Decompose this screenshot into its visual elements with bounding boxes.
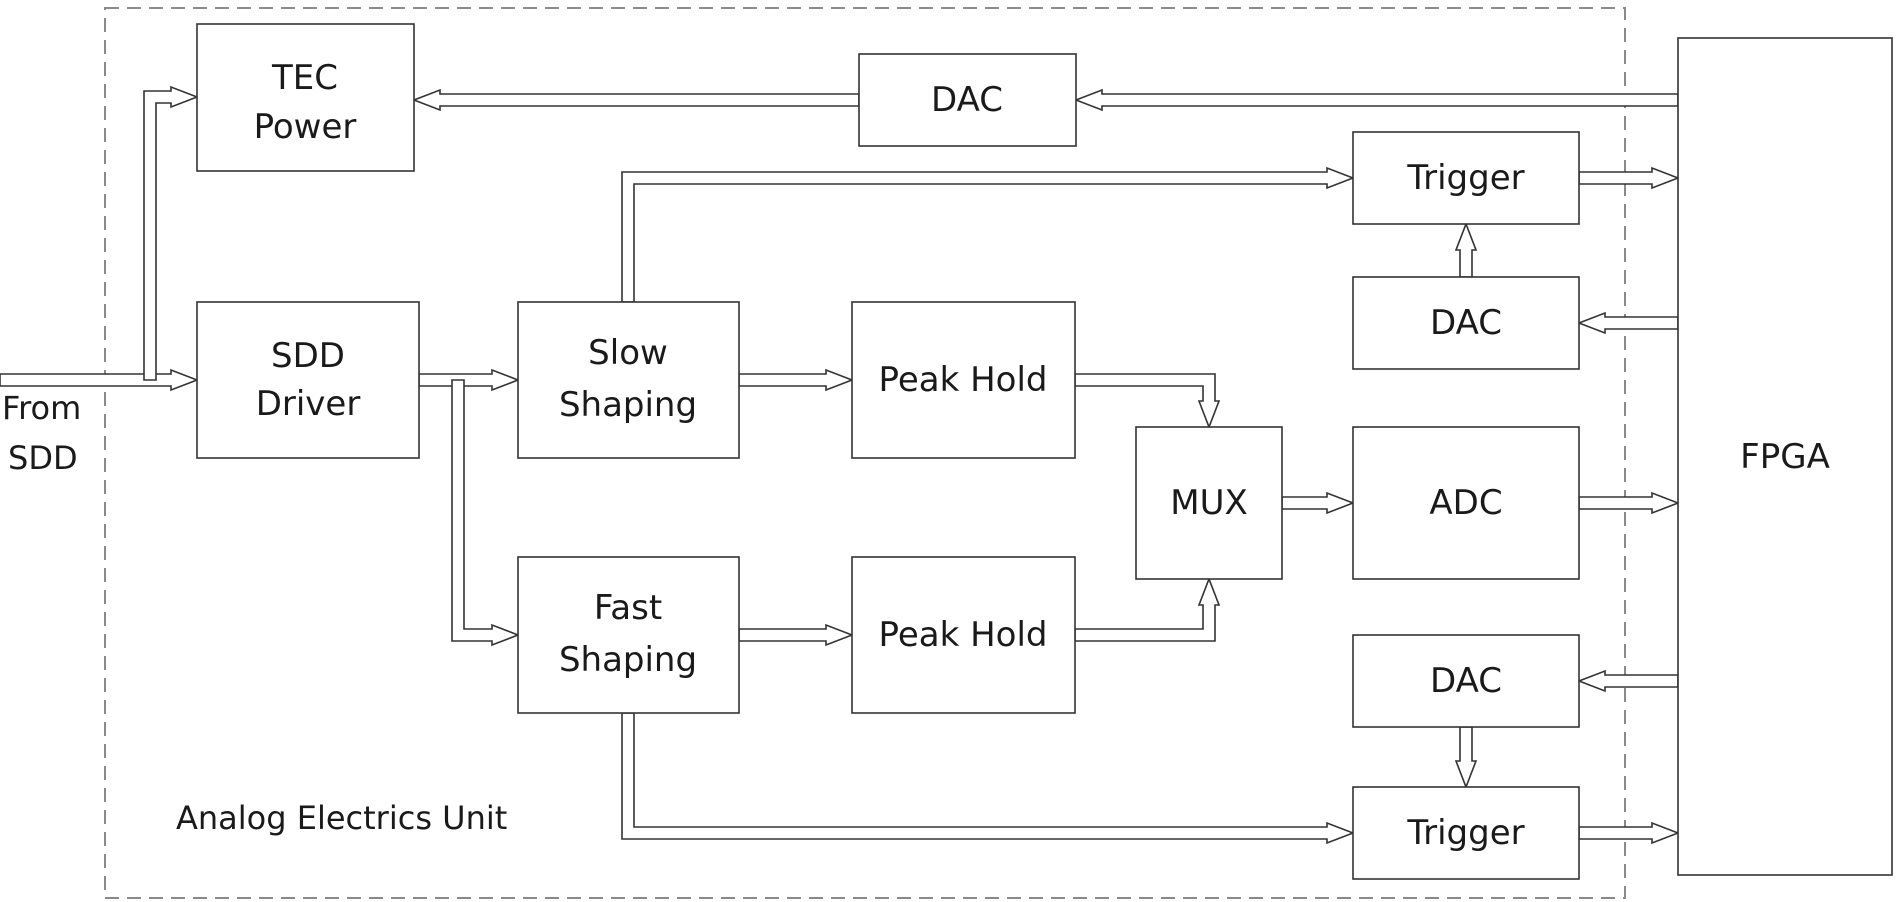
arrow-sdd-driver-to-slow-shaping [418,368,521,392]
peak-hold-fast-label: Peak Hold [879,615,1048,655]
connection-arrows [0,85,1681,845]
arrow-fpga-to-dac-trigger-bottom [1576,669,1679,693]
tec-power-label-2: Power [254,107,357,147]
trigger-top-label: Trigger [1406,158,1524,198]
arrow-dac-to-trigger-top [1454,221,1478,278]
analog-unit-border [104,7,1626,899]
arrow-trigger-bottom-to-fpga [1578,821,1681,845]
arrow-adc-to-fpga [1578,491,1681,515]
peak-hold-slow-block: Peak Hold [851,301,1076,459]
arrow-fpga-to-dac-trigger-top [1576,311,1679,335]
arrow-trigger-top-to-fpga [1578,166,1681,190]
slow-shaping-label-2: Shaping [559,385,697,425]
adc-label: ADC [1429,483,1502,523]
dac-trigger-top-label: DAC [1430,303,1502,343]
input-label-from: From [2,389,81,427]
dac-top-block: DAC [858,53,1077,147]
arrow-peak-hold-slow-to-mux [1074,373,1221,430]
fast-shaping-label-1: Fast [594,588,662,628]
mux-label: MUX [1170,483,1248,523]
arrow-slow-shaping-to-peak-hold [738,368,855,392]
sdd-driver-label-1: SDD [271,336,345,376]
slow-shaping-block: Slow Shaping [517,301,740,459]
trigger-bottom-label: Trigger [1406,813,1524,853]
peak-hold-fast-block: Peak Hold [851,556,1076,714]
arrow-dac-to-trigger-bottom [1454,726,1478,790]
slow-shaping-label-1: Slow [588,333,668,373]
fpga-label: FPGA [1740,437,1830,477]
tec-power-label-1: TEC [271,58,338,98]
arrow-fast-shaping-to-trigger-bottom [621,712,1356,845]
arrow-fpga-to-dac-top [1073,88,1679,112]
fast-shaping-block: Fast Shaping [517,556,740,714]
dac-trigger-bottom-block: DAC [1352,634,1580,728]
arrow-sdd-driver-to-fast-shaping [451,379,521,647]
dac-top-label: DAC [931,80,1003,120]
fpga-block: FPGA [1677,37,1893,876]
unit-label: Analog Electrics Unit [176,799,507,837]
fast-shaping-label-2: Shaping [559,640,697,680]
arrow-input-to-tec-power [143,85,200,381]
arrow-fast-shaping-to-peak-hold [738,623,855,647]
trigger-bottom-block: Trigger [1352,786,1580,880]
arrow-dac-top-to-tec-power [411,88,860,112]
trigger-top-block: Trigger [1352,131,1580,225]
input-label-sdd: SDD [8,439,78,477]
mux-block: MUX [1135,426,1283,580]
arrow-slow-shaping-to-trigger-top [621,166,1356,303]
dac-trigger-bottom-label: DAC [1430,661,1502,701]
peak-hold-slow-label: Peak Hold [879,360,1048,400]
arrow-input-to-sdd-driver [0,368,200,392]
arrow-peak-hold-fast-to-mux [1074,576,1221,642]
sdd-driver-label-2: Driver [256,384,361,424]
dac-trigger-top-block: DAC [1352,276,1580,370]
arrow-mux-to-adc [1281,491,1356,515]
sdd-driver-block: SDD Driver [196,301,420,459]
tec-power-block: TEC Power [196,23,415,172]
adc-block: ADC [1352,426,1580,580]
